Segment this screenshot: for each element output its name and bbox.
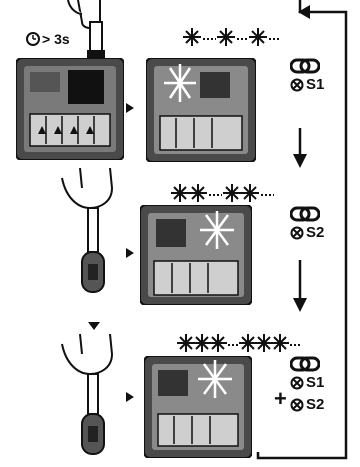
- hand-keyfob-icon: [60, 168, 120, 298]
- blink-pattern-icon: [176, 332, 304, 354]
- clock-icon: [26, 32, 40, 46]
- blink-pattern-icon: [170, 182, 286, 204]
- device-panel-blinking: [146, 58, 256, 162]
- device-panel-blinking: [140, 205, 252, 305]
- hold-time-label: > 3s: [26, 31, 70, 47]
- cross-circle-icon: [290, 376, 304, 390]
- cross-circle-icon: [290, 78, 304, 92]
- link-icon: [290, 58, 320, 74]
- signal-label-s2: S2: [290, 224, 324, 241]
- cross-circle-icon: [290, 398, 304, 412]
- device-panel-blinking: [144, 356, 252, 458]
- cross-circle-icon: [290, 226, 304, 240]
- hand-keyfob-icon: [60, 334, 120, 460]
- link-icon: [290, 356, 320, 372]
- signal-label-s1: S1: [290, 374, 324, 391]
- plus-sign: +: [274, 386, 287, 412]
- blink-pattern-icon: [182, 26, 282, 48]
- signal-label-s2: S2: [290, 396, 324, 413]
- device-panel: [16, 58, 124, 160]
- link-icon: [290, 206, 320, 222]
- signal-label-s1: S1: [290, 76, 324, 93]
